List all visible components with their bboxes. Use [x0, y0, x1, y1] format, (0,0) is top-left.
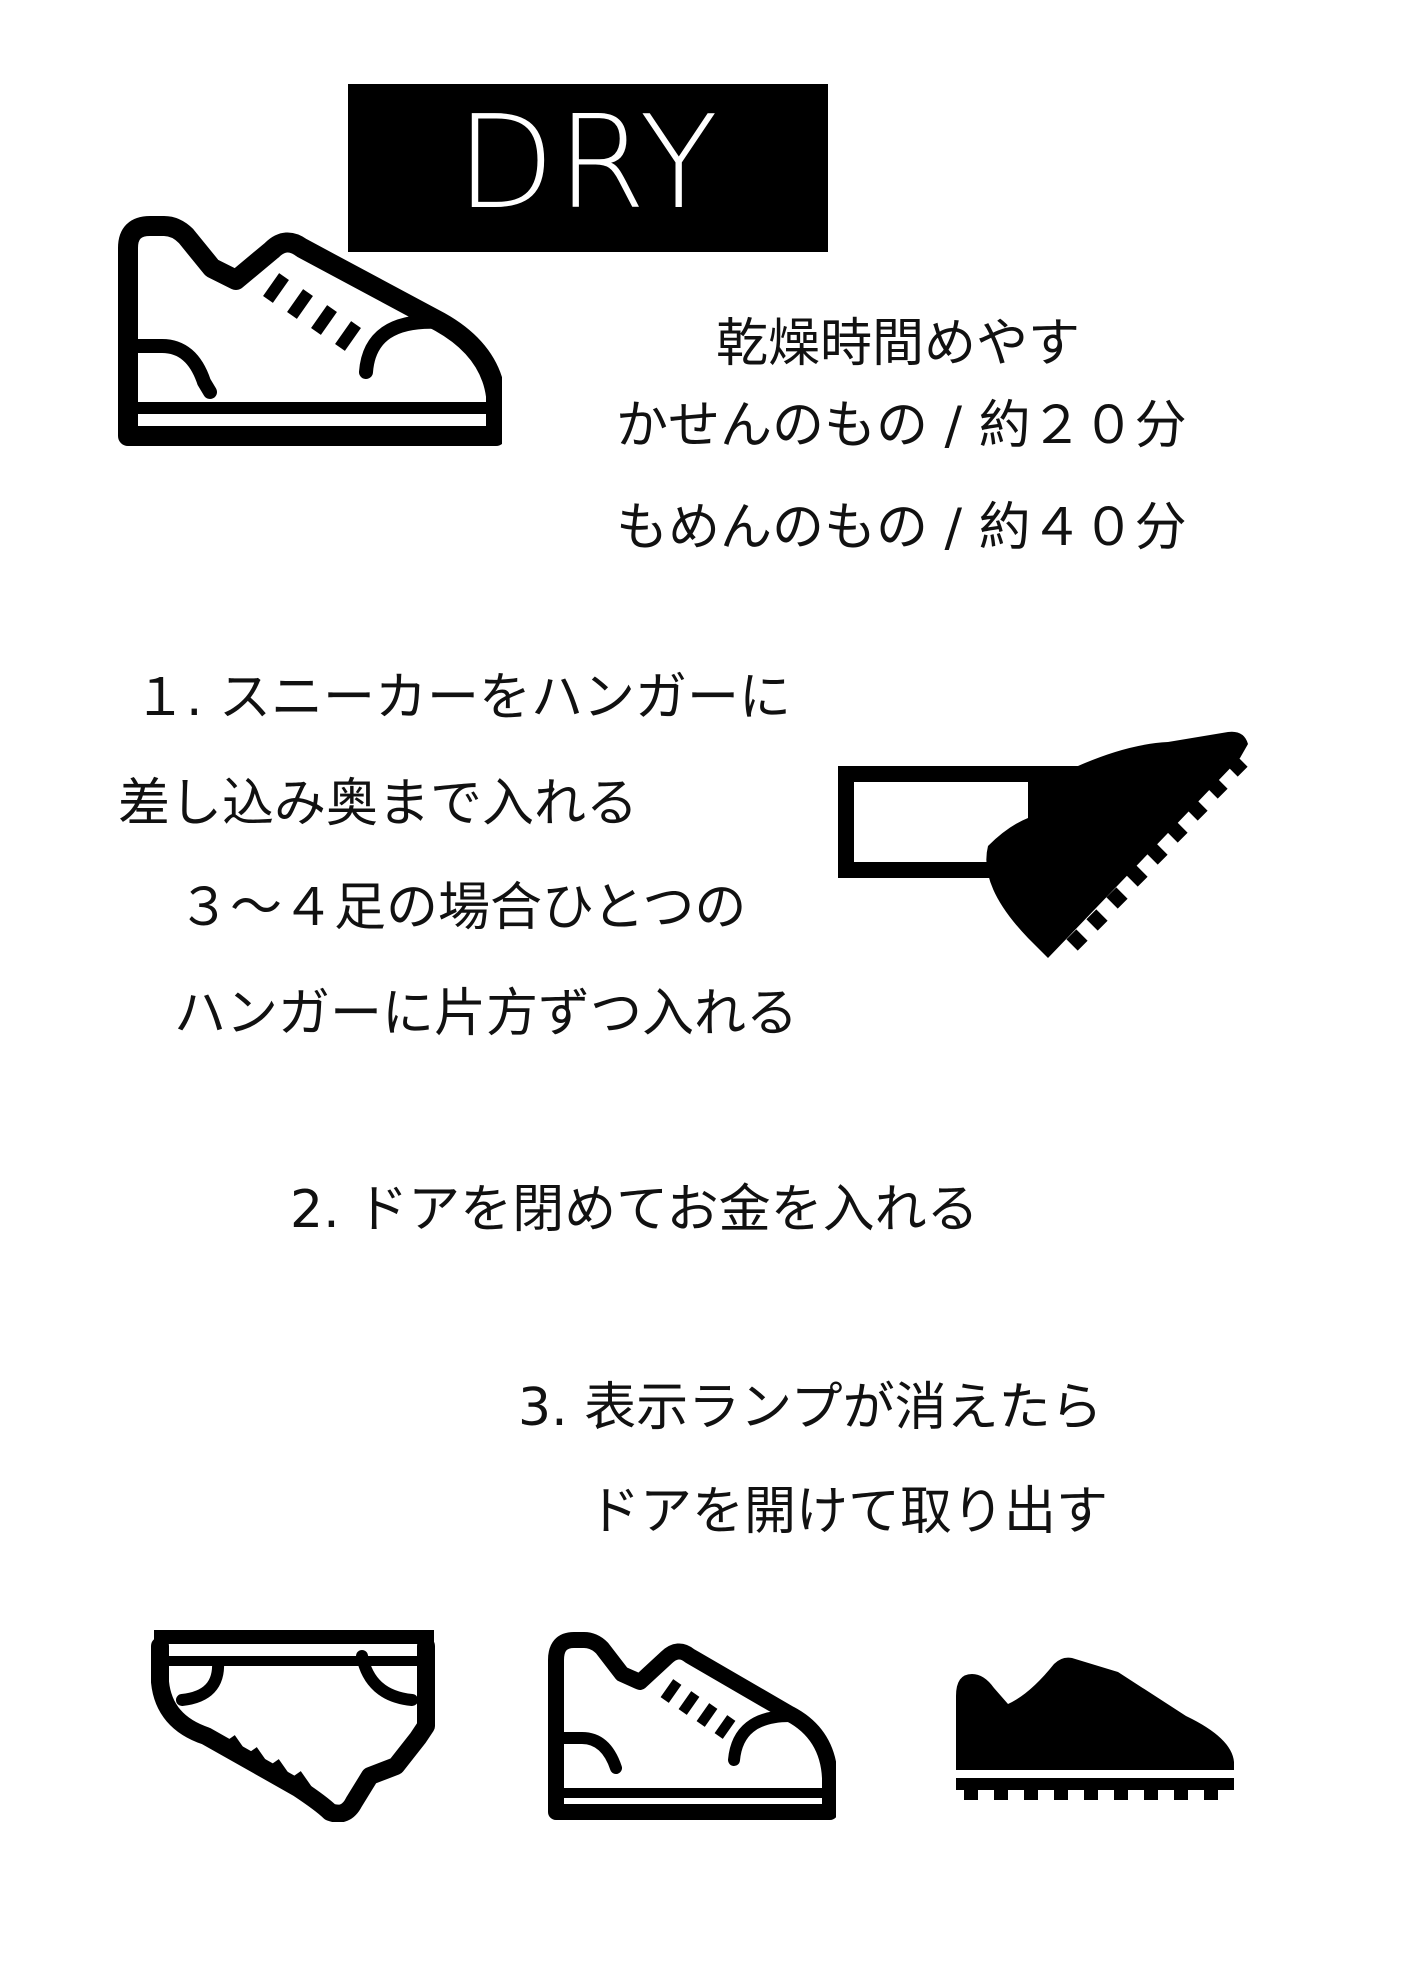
step2-line1: 2. ドアを閉めてお金を入れる — [290, 1180, 979, 1240]
sneaker-upside-down-icon — [151, 1630, 435, 1822]
title-banner: DRY — [348, 84, 828, 252]
drying-time-synthetic: かせんのもの / 約２０分 — [616, 396, 1187, 456]
step1-line2: 差し込み奥まで入れる — [118, 774, 639, 834]
shoe-on-hanger-icon — [838, 731, 1248, 958]
sneaker-outline-icon — [118, 216, 502, 446]
sneaker-outline-icon — [548, 1632, 836, 1820]
drying-time-heading: 乾燥時間めやす — [716, 314, 1081, 374]
step1-line1: １. スニーカーをハンガーに — [134, 668, 792, 728]
step1-line4: ハンガーに片方ずつ入れる — [174, 984, 799, 1044]
drying-time-cotton: もめんのもの / 約４０分 — [616, 498, 1187, 558]
step1-line3: ３～４足の場合ひとつの — [178, 878, 747, 938]
sneaker-filled-icon — [956, 1657, 1234, 1800]
step3-line2: ドアを開けて取り出す — [588, 1482, 1109, 1542]
page-title: DRY — [456, 89, 720, 238]
step3-line1: 3. 表示ランプが消えたら — [518, 1378, 1103, 1438]
